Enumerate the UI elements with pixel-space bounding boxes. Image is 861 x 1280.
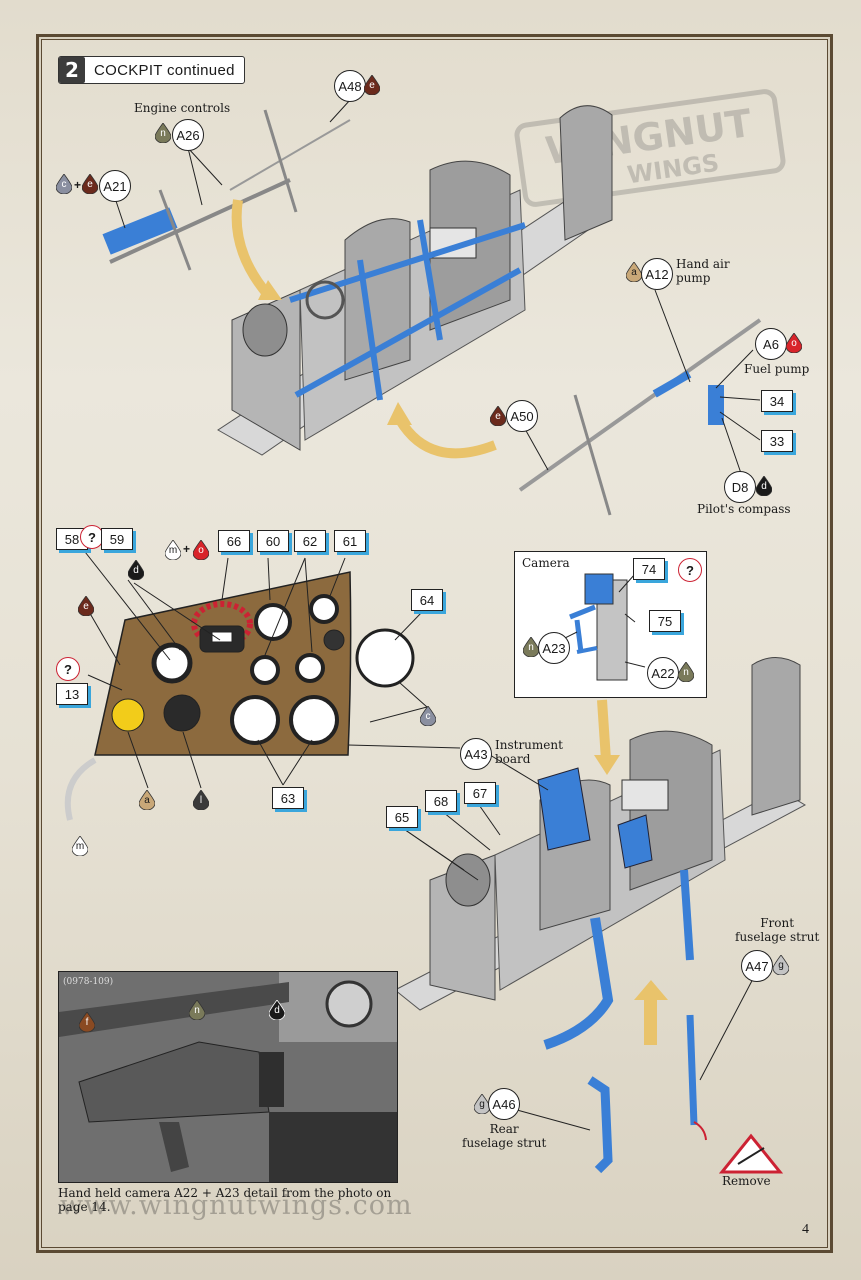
decal-33: 33 (761, 430, 793, 452)
decal-34: 34 (761, 390, 793, 412)
camera-detail-box: Camera 74 ? 75 n A23 A22 n (514, 551, 707, 698)
page-number: 4 (802, 1222, 809, 1237)
decal-75: 75 (649, 610, 681, 632)
part-a46: A46 (488, 1088, 520, 1120)
fuel-pump-label: Fuel pump (744, 362, 810, 376)
paint-c-drop: c (420, 706, 436, 726)
decal-13: 13 (56, 683, 88, 705)
front-fuselage-strut-label: Front fuselage strut (735, 916, 820, 944)
remove-label: Remove (722, 1174, 771, 1188)
decal-66: 66 (218, 530, 250, 552)
paint-e-drop: e (82, 174, 98, 194)
part-a26: A26 (172, 119, 204, 151)
page-border (36, 34, 833, 1253)
reference-photo: (0978-109) f n d (58, 971, 398, 1183)
cockpit-assembly-diagram-bottom (394, 657, 807, 1174)
part-d8: D8 (724, 471, 756, 503)
paint-d-drop: d (128, 560, 144, 580)
decal-61: 61 (334, 530, 366, 552)
step-number: 2 (59, 57, 85, 83)
decal-74: 74 (633, 558, 665, 580)
paint-m-drop: m (165, 540, 181, 560)
paint-a-drop: a (626, 262, 642, 282)
decal-68: 68 (425, 790, 457, 812)
plus-sign: + (183, 542, 191, 556)
paint-c-drop: c (56, 174, 72, 194)
paint-n-drop: n (678, 662, 694, 682)
paint-e-drop: e (78, 596, 94, 616)
paint-g-drop: g (773, 955, 789, 975)
instrument-board-diagram (64, 542, 461, 821)
part-a23: A23 (538, 632, 570, 664)
paint-f-drop: f (79, 1012, 95, 1032)
hand-air-pump-label: Hand air pump (676, 257, 730, 285)
camera-label: Camera (522, 556, 570, 570)
decal-64: 64 (411, 589, 443, 611)
paint-n-drop: n (155, 123, 171, 143)
photo-caption: Hand held camera A22 + A23 detail from t… (58, 1186, 392, 1214)
paint-e-drop: e (364, 75, 380, 95)
part-a6: A6 (755, 328, 787, 360)
paint-n-drop: n (189, 1000, 205, 1020)
cockpit-assembly-diagram-top (102, 99, 762, 516)
decal-67: 67 (464, 782, 496, 804)
decal-65: 65 (386, 806, 418, 828)
plus-sign: + (74, 178, 82, 192)
unknown-decal-icon: ? (56, 657, 80, 681)
pilots-compass-label: Pilot's compass (697, 502, 791, 516)
paint-n-drop: n (523, 637, 539, 657)
paint-l-drop: l (193, 790, 209, 810)
part-a50: A50 (506, 400, 538, 432)
paint-o-drop: o (193, 540, 209, 560)
part-a12: A12 (641, 258, 673, 290)
camera-photo-drawing (59, 972, 397, 1182)
decal-59: 59 (101, 528, 133, 550)
rear-fuselage-strut-label: Rear fuselage strut (462, 1122, 547, 1150)
photo-reference-tag: (0978-109) (63, 977, 114, 987)
decal-62: 62 (294, 530, 326, 552)
paint-a-drop: a (139, 790, 155, 810)
camera-drawing (556, 573, 646, 681)
paint-o-drop: o (786, 333, 802, 353)
part-a21: A21 (99, 170, 131, 202)
part-a48: A48 (334, 70, 366, 102)
decal-63: 63 (272, 787, 304, 809)
paint-e-drop: e (490, 406, 506, 426)
paint-m-drop: m (72, 836, 88, 856)
paint-d-drop: d (269, 1000, 285, 1020)
part-a43: A43 (460, 738, 492, 770)
unknown-decal-icon: ? (678, 558, 702, 582)
step-header: 2 COCKPIT continued (58, 56, 245, 84)
instrument-board-label: Instrument board (495, 738, 563, 766)
part-a47: A47 (741, 950, 773, 982)
step-title: COCKPIT continued (94, 61, 235, 79)
website-watermark: www.wingnutwings.com (60, 1190, 413, 1221)
paint-d-drop: d (756, 476, 772, 496)
decal-60: 60 (257, 530, 289, 552)
engine-controls-label: Engine controls (134, 101, 231, 115)
